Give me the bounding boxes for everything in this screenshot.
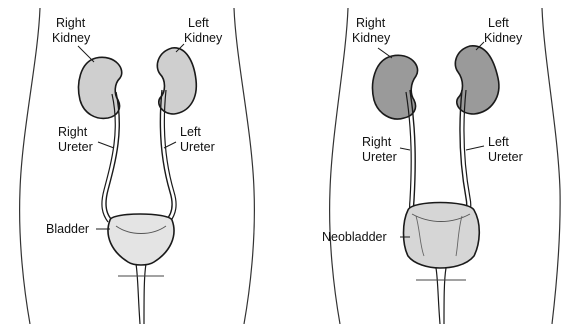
right-kidney <box>79 57 122 118</box>
body-outline-left <box>20 8 40 324</box>
label-left-kidney: Left Kidney <box>484 16 523 45</box>
left-kidney <box>157 48 196 114</box>
urethra <box>136 264 146 324</box>
label-neobladder: Neobladder <box>322 230 387 244</box>
urethra <box>436 268 446 324</box>
label-left-kidney: Left Kidney <box>184 16 223 45</box>
label-left-ureter: Left Ureter <box>180 125 215 154</box>
leader-right-kidney <box>378 48 392 58</box>
leader-right-ureter <box>400 148 410 150</box>
body-outline-left <box>330 8 348 324</box>
right-kidney <box>373 55 418 119</box>
label-bladder: Bladder <box>46 222 89 236</box>
neobladder <box>404 203 480 269</box>
left-kidney <box>455 46 499 114</box>
label-left-ureter: Left Ureter <box>488 135 523 164</box>
leader-left-ureter <box>466 146 484 150</box>
label-right-ureter: Right Ureter <box>362 135 397 164</box>
leader-right-ureter <box>98 142 114 148</box>
bladder <box>108 214 174 265</box>
label-right-ureter: Right Ureter <box>58 125 93 154</box>
label-right-kidney: Right Kidney <box>352 16 391 45</box>
panel-natural-bladder: Right Kidney Left Kidney Right Ureter Le… <box>20 8 255 324</box>
body-outline-right <box>542 8 560 324</box>
label-right-kidney: Right Kidney <box>52 16 91 45</box>
body-outline-right <box>234 8 254 324</box>
leader-right-kidney <box>78 46 94 62</box>
panel-neobladder: Right Kidney Left Kidney Right Ureter Le… <box>322 8 560 324</box>
